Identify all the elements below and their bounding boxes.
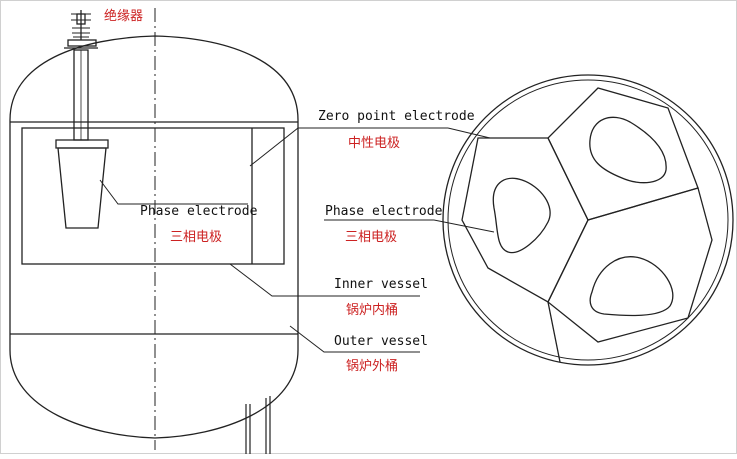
inner-vessel-label-zh: 锅炉内桶	[346, 302, 398, 318]
leader-inner-vessel	[229, 263, 420, 297]
phase-left-label-en: Phase electrode	[140, 204, 258, 219]
leader-zero-point	[249, 127, 448, 167]
inner-vessel-body	[21, 127, 285, 265]
cross-section-outer-circle	[442, 74, 734, 366]
phase-left-label-zh: 三相电极	[170, 230, 222, 245]
cross-section-inner-circle	[447, 79, 729, 361]
leader-phase-right	[324, 219, 495, 233]
phase-electrode-cone	[57, 147, 107, 229]
phase-electrode-bottom	[589, 256, 674, 317]
outer-vessel-shell	[9, 35, 299, 439]
insulator-label: 绝缘器	[104, 8, 143, 24]
cross-section	[442, 74, 734, 366]
phase-electrode-top	[589, 116, 667, 184]
support-pipe	[245, 396, 271, 454]
outer-vessel-label-en: Outer vessel	[334, 334, 428, 349]
insulator-hatching	[71, 13, 91, 38]
phase-right-label-en: Phase electrode	[325, 204, 443, 219]
inner-vessel-label-en: Inner vessel	[334, 277, 428, 292]
inner-vessel	[21, 127, 285, 265]
outer-vessel-label-zh: 锅炉外桶	[346, 358, 398, 374]
leader-phase-left	[99, 179, 248, 205]
outer-vessel	[9, 35, 299, 439]
hex-segment-edge-lower	[547, 301, 561, 363]
leader-lines	[99, 127, 495, 353]
insulator-flange	[67, 39, 97, 47]
insulator-assembly	[55, 10, 109, 229]
zero-point-label-zh: 中性电极	[348, 136, 400, 151]
leader-zero-point-right	[447, 127, 491, 139]
phase-right-label-zh: 三相电极	[345, 230, 397, 245]
leader-outer-vessel	[289, 325, 420, 353]
electrode-holder	[55, 139, 109, 149]
zero-point-label-en: Zero point electrode	[318, 109, 475, 124]
phase-electrode-left	[492, 177, 551, 254]
